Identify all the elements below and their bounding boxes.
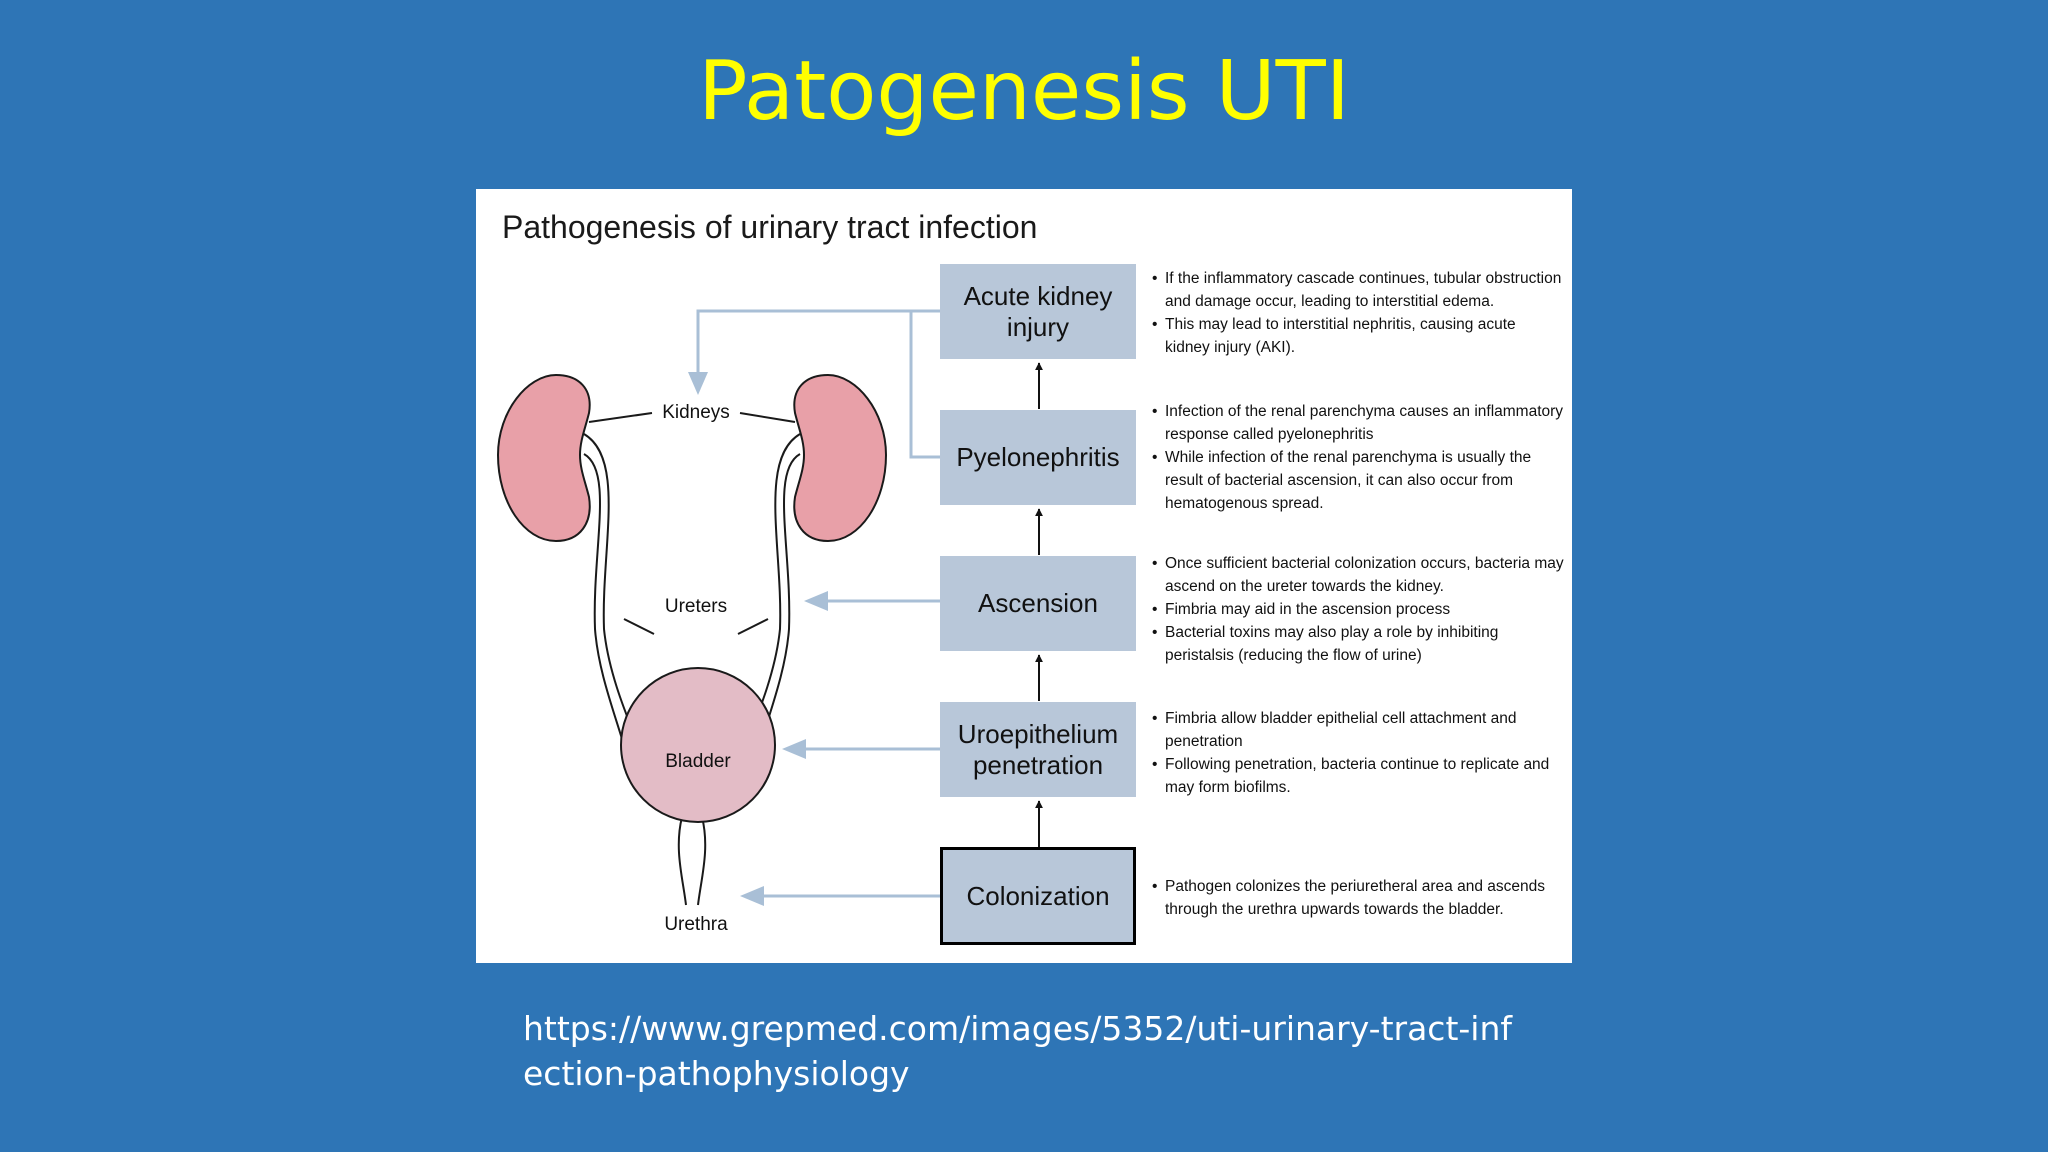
bullet-text: This may lead to interstitial nephritis,… [1152, 313, 1564, 359]
aki-to-kidneys-line [696, 309, 940, 381]
left-kidney [496, 373, 591, 543]
right-ureter-inner [761, 453, 801, 740]
bladder-shape [620, 667, 776, 823]
ureters-leader-right [737, 618, 769, 635]
step-acute-kidney-injury: Acute kidney injury [940, 264, 1136, 359]
ureters-label: Ureters [664, 596, 728, 617]
left-ureter-inner [583, 453, 623, 740]
step-ascension: Ascension [940, 556, 1136, 651]
colonization-bullets: Pathogen colonizes the periuretheral are… [1152, 875, 1564, 921]
bullet-text: Bacterial toxins may also play a role by… [1152, 621, 1564, 667]
pyelonephritis-bullets: Infection of the renal parenchyma causes… [1152, 400, 1564, 515]
penetration-bullets: Fimbria allow bladder epithelial cell at… [1152, 707, 1564, 799]
source-url: https://www.grepmed.com/images/5352/uti-… [523, 1009, 1513, 1093]
urethra-left [677, 816, 687, 906]
bullet-text: Pathogen colonizes the periuretheral are… [1152, 875, 1564, 921]
kidneys-leader-left [588, 412, 653, 423]
step-pyelonephritis: Pyelonephritis [940, 410, 1136, 505]
pyelonephritis-connector [909, 311, 940, 459]
slide-title: Patogenesis UTI [698, 44, 1350, 139]
ascension-bullets: Once sufficient bacterial colonization o… [1152, 552, 1564, 667]
kidneys-label: Kidneys [662, 402, 730, 423]
bullet-text: Following penetration, bacteria continue… [1152, 753, 1564, 799]
urethra-right [697, 816, 707, 906]
figure-title: Pathogenesis of urinary tract infection [502, 209, 1038, 245]
bullet-text: While infection of the renal parenchyma … [1152, 446, 1564, 515]
left-ureter-outer [583, 433, 635, 735]
bullet-text: Infection of the renal parenchyma causes… [1152, 400, 1564, 446]
colonization-to-urethra-arrowhead [740, 886, 764, 906]
ureters-leader-left [623, 618, 655, 635]
kidneys-leader-right [739, 412, 796, 423]
step-uroepithelium-penetration: Uroepithelium penetration [940, 702, 1136, 797]
ascension-to-ureters-arrowhead [804, 591, 828, 611]
bullet-text: Fimbria may aid in the ascension process [1152, 598, 1564, 621]
aki-to-kidneys-arrowhead [688, 372, 708, 395]
right-ureter-outer [749, 433, 801, 735]
bladder-label: Bladder [665, 751, 731, 772]
anatomy-diagram [496, 309, 1043, 906]
pathogenesis-figure: Pathogenesis of urinary tract infection … [476, 189, 1572, 963]
step-colonization: Colonization [940, 847, 1136, 945]
right-kidney [793, 373, 888, 543]
aki-bullets: If the inflammatory cascade continues, t… [1152, 267, 1564, 359]
bullet-text: Fimbria allow bladder epithelial cell at… [1152, 707, 1564, 753]
urethra-label: Urethra [664, 914, 728, 935]
penetration-to-bladder-arrowhead [782, 739, 806, 759]
bullet-text: If the inflammatory cascade continues, t… [1152, 267, 1564, 313]
bullet-text: Once sufficient bacterial colonization o… [1152, 552, 1564, 598]
